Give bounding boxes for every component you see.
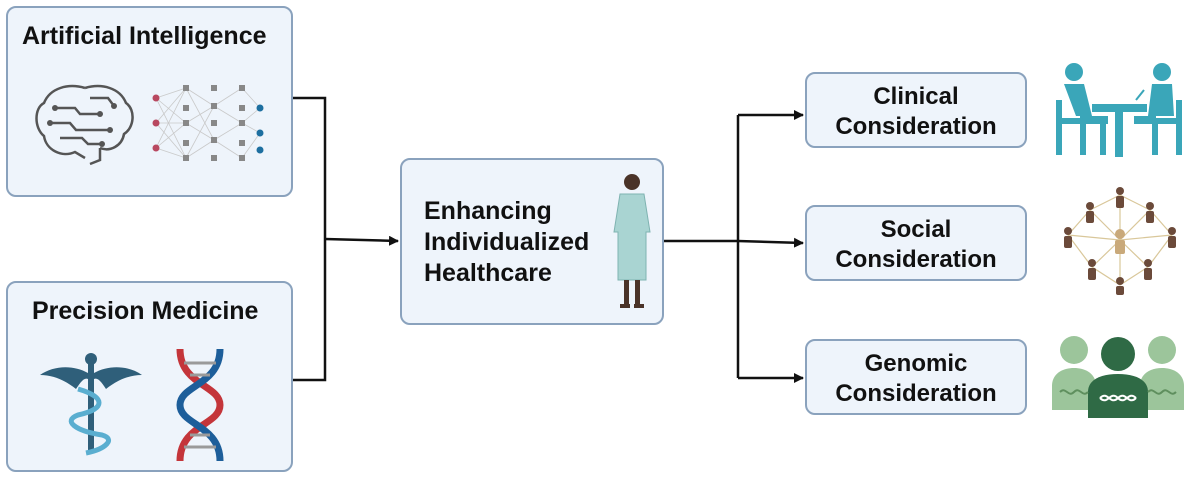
genomic-box: Genomic Consideration xyxy=(805,339,1027,415)
ai-box: Artificial Intelligence xyxy=(6,6,293,197)
social-box: Social Consideration xyxy=(805,205,1027,281)
neural-network-icon xyxy=(152,85,264,161)
social-line-2: Consideration xyxy=(835,246,997,273)
input-bracket-connector xyxy=(293,96,327,382)
center-line-2: Individualized xyxy=(424,228,590,256)
social-label: Social Consideration xyxy=(807,215,1025,275)
patient-icon xyxy=(613,174,651,308)
arrow-to-center xyxy=(324,235,399,246)
clinical-line-1: Clinical xyxy=(873,83,959,110)
center-box: Enhancing Individualized Healthcare xyxy=(400,158,664,325)
center-line-1: Enhancing xyxy=(424,197,552,225)
social-network-icon xyxy=(1064,187,1176,295)
dna-icon xyxy=(176,348,224,462)
genomic-label: Genomic Consideration xyxy=(807,349,1025,409)
social-line-1: Social xyxy=(880,216,952,243)
brain-circuit-icon xyxy=(35,84,134,166)
caduceus-icon xyxy=(40,353,142,456)
ai-title: Artificial Intelligence xyxy=(22,22,267,50)
clinical-line-2: Consideration xyxy=(835,113,997,140)
genomic-line-1: Genomic xyxy=(864,350,968,377)
pm-title: Precision Medicine xyxy=(32,297,259,325)
center-title: Enhancing Individualized Healthcare xyxy=(424,196,589,289)
center-line-3: Healthcare xyxy=(424,259,552,287)
genomic-group-icon xyxy=(1052,336,1184,418)
doctor-patient-icon xyxy=(1056,63,1182,157)
pm-box: Precision Medicine xyxy=(6,281,293,472)
output-connector xyxy=(664,115,740,378)
arrow-to-social xyxy=(737,237,804,248)
genomic-line-2: Consideration xyxy=(835,380,997,407)
clinical-label: Clinical Consideration xyxy=(807,82,1025,142)
clinical-box: Clinical Consideration xyxy=(805,72,1027,148)
